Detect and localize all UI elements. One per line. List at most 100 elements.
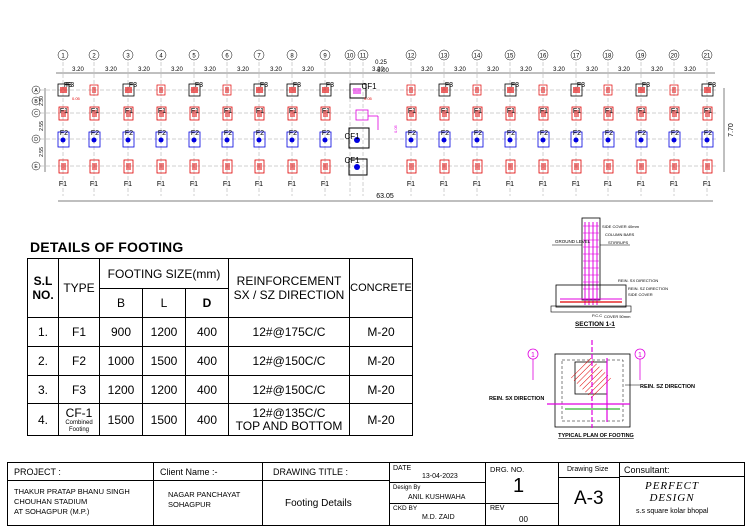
grid-bubble bbox=[570, 49, 582, 61]
spacing-label: 3.20 bbox=[651, 67, 663, 73]
grid-bubble bbox=[188, 49, 200, 61]
footing-label: F2 bbox=[605, 130, 613, 137]
footing-f1 bbox=[58, 159, 69, 174]
header-reinf2-text: SX / SZ DIRECTION bbox=[233, 288, 345, 302]
footing-f3 bbox=[635, 83, 648, 97]
grid-number: 1 bbox=[61, 54, 65, 60]
header-b: B bbox=[99, 288, 143, 318]
header-reinf-text: REINFORCEMENT bbox=[236, 274, 342, 288]
footing-label: CF1 bbox=[344, 132, 360, 141]
column-mark bbox=[638, 87, 645, 93]
footing-f1 bbox=[287, 106, 298, 121]
footing-f1 bbox=[538, 159, 549, 174]
footing-f1 bbox=[89, 84, 99, 96]
column-hatch bbox=[579, 366, 600, 387]
column-hatch bbox=[585, 372, 606, 393]
column-mark bbox=[606, 87, 610, 93]
footing-f1 bbox=[603, 159, 614, 174]
footing-label: F1 bbox=[256, 108, 264, 115]
footing-label: CF1 bbox=[361, 82, 377, 91]
footing-label: F1 bbox=[91, 108, 99, 115]
spacing-label: 3.20 bbox=[553, 67, 565, 73]
drawing-title-box: DRAWING TITLE : Footing Details bbox=[262, 462, 390, 526]
rev-value: 00 bbox=[519, 515, 528, 524]
row-bubble bbox=[31, 161, 41, 171]
cell-reinf: 12#@175C/C bbox=[228, 317, 350, 347]
size-label: Drawing Size bbox=[567, 466, 609, 473]
footing-label: F1 bbox=[671, 108, 679, 115]
footing-f1 bbox=[702, 159, 713, 174]
grid-bubble bbox=[701, 49, 713, 61]
cell-no: 3. bbox=[27, 375, 59, 404]
footing-f1 bbox=[636, 159, 647, 174]
row-dim: 2.55 bbox=[39, 147, 45, 157]
column-mark bbox=[92, 87, 96, 93]
footing-label: F2 bbox=[224, 130, 232, 137]
footing-f2 bbox=[221, 131, 234, 148]
column-mark bbox=[158, 137, 164, 143]
footing-f2 bbox=[537, 131, 550, 148]
spacing-label: 3.20 bbox=[105, 67, 117, 73]
spacing-label: 3.20 bbox=[270, 67, 282, 73]
cell-type: F1 bbox=[58, 317, 100, 347]
column-mark bbox=[672, 110, 677, 117]
center-dim: 0.25 bbox=[375, 60, 387, 66]
column-mark bbox=[541, 87, 545, 93]
footing-f1 bbox=[571, 159, 582, 174]
footing-f1 bbox=[287, 159, 298, 174]
cell-type-sub: Combined Footing bbox=[65, 419, 93, 433]
grid-number: 7 bbox=[257, 54, 261, 60]
footing-label: F1 bbox=[473, 181, 481, 188]
footing-label: F1 bbox=[124, 181, 132, 188]
column-mark bbox=[475, 110, 480, 117]
header-type: TYPE bbox=[58, 258, 100, 318]
header-l: L bbox=[142, 288, 186, 318]
column-mark bbox=[573, 137, 579, 143]
column-mark bbox=[60, 137, 66, 143]
footing-f1 bbox=[355, 109, 369, 121]
cell-l: 1200 bbox=[142, 375, 186, 404]
footing-f2 bbox=[438, 131, 451, 148]
row-bubble bbox=[31, 96, 41, 106]
footing-label: F2 bbox=[60, 130, 68, 137]
grid-bubble bbox=[537, 49, 549, 61]
project-name: THAKUR PRATAP BHANU SINGH CHOUHAN STADIU… bbox=[14, 487, 130, 517]
footing-label: F1 bbox=[407, 181, 415, 188]
column-mark bbox=[290, 163, 295, 170]
grid-number: 20 bbox=[671, 54, 678, 60]
grid-number: 14 bbox=[474, 54, 481, 60]
grid-bubble bbox=[319, 49, 331, 61]
grid-bubble bbox=[253, 49, 265, 61]
footing-label: F2 bbox=[507, 130, 515, 137]
spacing-label: 3.20 bbox=[372, 67, 384, 73]
footing-f1 bbox=[189, 159, 200, 174]
footing-label: F3 bbox=[642, 82, 650, 89]
cell-reinf: 12#@150C/C bbox=[228, 346, 350, 376]
column-outline bbox=[574, 361, 608, 395]
details-heading: DETAILS OF FOOTING bbox=[30, 239, 184, 255]
footing-f2 bbox=[319, 131, 332, 148]
footing-label: F3 bbox=[129, 82, 137, 89]
column-mark bbox=[704, 87, 711, 93]
footing-f1 bbox=[505, 106, 516, 121]
column-mark bbox=[61, 163, 66, 170]
footing-f1 bbox=[472, 159, 483, 174]
footing-label: F1 bbox=[408, 108, 416, 115]
section-marker bbox=[634, 348, 646, 360]
footing-label: F1 bbox=[190, 181, 198, 188]
footing-f2 bbox=[405, 131, 418, 148]
client-label: Client Name :- bbox=[160, 467, 218, 477]
table-row: 2. F2 1000 1500 400 12#@150C/C M-20 bbox=[27, 346, 413, 376]
cell-concrete: M-20 bbox=[349, 375, 413, 404]
footing-label: F3 bbox=[195, 82, 203, 89]
section-annotation: COVER 50mm bbox=[604, 314, 631, 319]
column-mark bbox=[61, 110, 66, 117]
ckd-label: CKD BY bbox=[393, 505, 418, 512]
footing-f1 bbox=[406, 106, 417, 121]
column-mark bbox=[323, 110, 328, 117]
small-dim: 0.05 bbox=[393, 124, 398, 133]
footing-label: F1 bbox=[255, 181, 263, 188]
column-mark bbox=[257, 163, 262, 170]
